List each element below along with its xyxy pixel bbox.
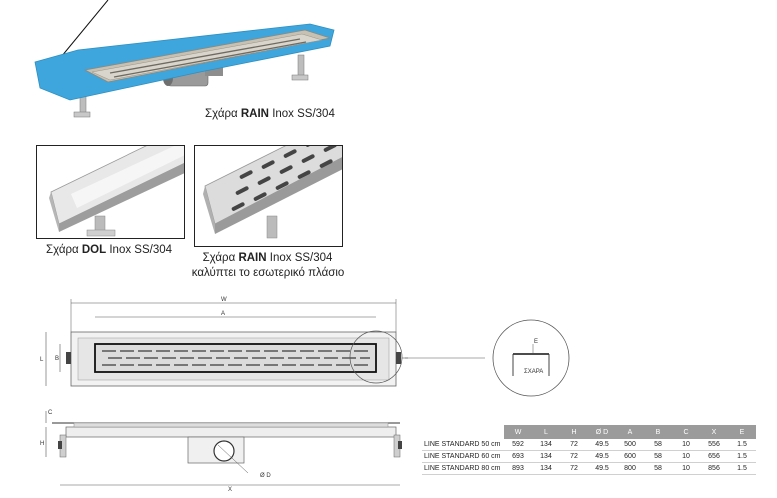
- table-cell: 500: [616, 439, 644, 451]
- table-cell: 49.5: [588, 439, 616, 451]
- detail-e-label: E: [534, 339, 538, 345]
- table-cell: 134: [532, 462, 560, 475]
- table-row: LINE STANDARD 80 cm 893 134 72 49.5 800 …: [422, 462, 756, 475]
- rain-grate-image: [194, 145, 343, 247]
- table-cell: 856: [700, 462, 728, 475]
- table-cell: 656: [700, 450, 728, 463]
- table-cell: 49.5: [588, 450, 616, 463]
- table-cell: 49.5: [588, 462, 616, 475]
- spec-table: W L H Ø D A B C X E LINE STANDARD 50 cm …: [422, 425, 756, 475]
- side-view-drawing: C H Ø D X: [40, 410, 402, 493]
- caption-rain: Σχάρα RAIN Inox SS/304: [202, 252, 333, 264]
- header-cell: C: [672, 425, 700, 439]
- table-cell: 600: [616, 450, 644, 463]
- header-cell: B: [644, 425, 672, 439]
- table-cell: 58: [644, 462, 672, 475]
- table-cell: 58: [644, 439, 672, 451]
- dim-x-label: X: [228, 487, 232, 493]
- table-cell: LINE STANDARD 80 cm: [422, 462, 504, 475]
- table-cell: 1.5: [728, 450, 756, 463]
- table-cell: LINE STANDARD 60 cm: [422, 450, 504, 463]
- table-cell: 10: [672, 450, 700, 463]
- table-cell: 10: [672, 439, 700, 451]
- dim-w-label: W: [221, 297, 227, 303]
- table-cell: 134: [532, 439, 560, 451]
- dim-l-label: L: [40, 357, 44, 363]
- header-cell: W: [504, 425, 532, 439]
- dim-c-label: C: [48, 410, 53, 416]
- dim-d-label: Ø D: [260, 473, 271, 479]
- spec-table-header: W L H Ø D A B C X E: [422, 425, 756, 439]
- caption-rain-top: Σχάρα RAIN Inox SS/304: [205, 108, 335, 120]
- header-cell: X: [700, 425, 728, 439]
- table-cell: 72: [560, 439, 588, 451]
- table-cell: 592: [504, 439, 532, 451]
- table-row: LINE STANDARD 60 cm 693 134 72 49.5 600 …: [422, 450, 756, 463]
- table-cell: 800: [616, 462, 644, 475]
- dim-a-label: A: [221, 311, 225, 317]
- table-cell: 1.5: [728, 439, 756, 451]
- detail-grate-label: ΣΧΑΡΑ: [524, 369, 543, 375]
- product-illustration: [34, 0, 335, 118]
- header-cell: H: [560, 425, 588, 439]
- table-cell: 10: [672, 462, 700, 475]
- table-cell: 72: [560, 450, 588, 463]
- table-cell: 58: [644, 450, 672, 463]
- caption-rain-line2: καλύπτει το εσωτερικό πλάσιο: [191, 267, 345, 279]
- table-cell: 556: [700, 439, 728, 451]
- table-row: LINE STANDARD 50 cm 592 134 72 49.5 500 …: [422, 439, 756, 451]
- table-cell: 693: [504, 450, 532, 463]
- header-cell: L: [532, 425, 560, 439]
- table-cell: 893: [504, 462, 532, 475]
- detail-drawing: E ΣΧΑΡΑ: [405, 319, 570, 397]
- table-cell: 72: [560, 462, 588, 475]
- header-cell: A: [616, 425, 644, 439]
- header-cell: Ø D: [588, 425, 616, 439]
- table-cell: 1.5: [728, 462, 756, 475]
- header-cell: [422, 425, 504, 439]
- table-cell: LINE STANDARD 50 cm: [422, 439, 504, 451]
- table-cell: 134: [532, 450, 560, 463]
- header-cell: E: [728, 425, 756, 439]
- dim-b-label: B: [55, 356, 59, 362]
- dim-h-label: H: [40, 441, 44, 447]
- dol-grate-image: [36, 145, 185, 239]
- caption-dol: Σχάρα DOL Inox SS/304: [46, 244, 173, 256]
- top-view-drawing: W A L B: [40, 297, 408, 387]
